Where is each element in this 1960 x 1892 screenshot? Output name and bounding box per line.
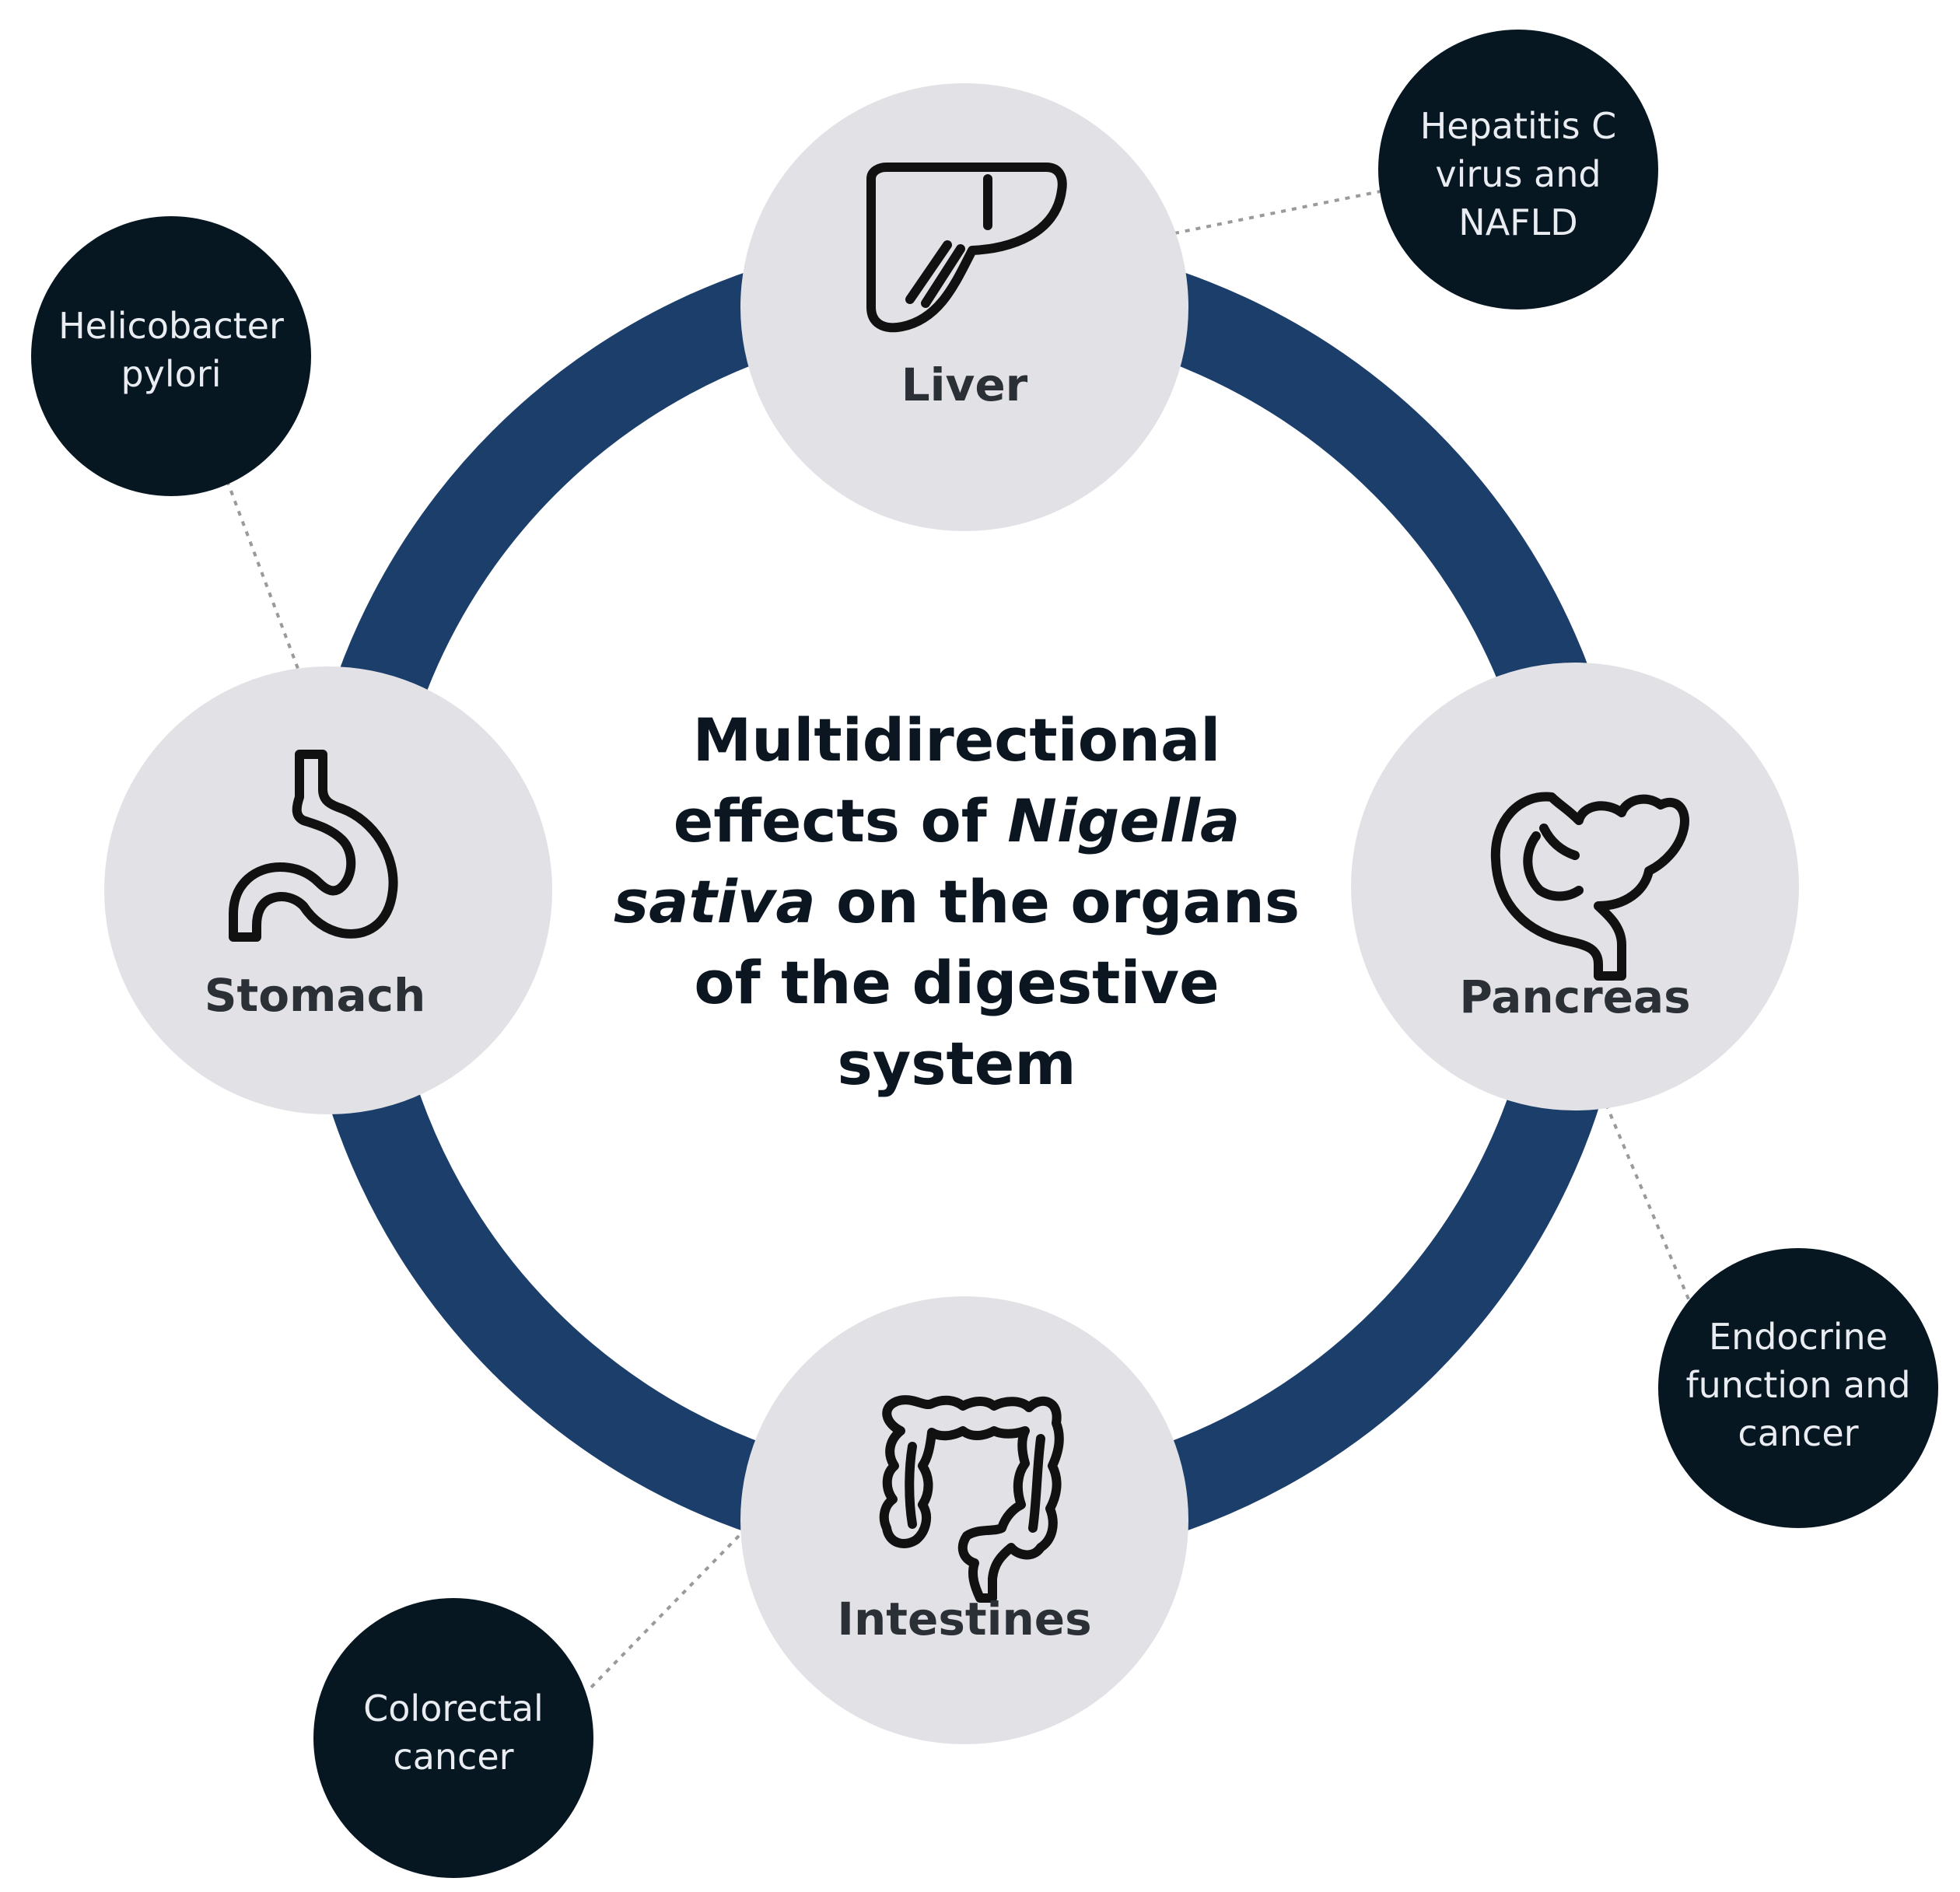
organ-pancreas: Pancreas: [1351, 663, 1799, 1110]
connector-lines: [226, 189, 1693, 1693]
effect-intestines: Colorectal cancer: [313, 1598, 593, 1878]
organ-stomach-label: Stomach: [205, 969, 426, 1022]
effect-liver-line1: Hepatitis C: [1420, 105, 1617, 147]
center-title-line3-italic: sativa: [614, 867, 816, 936]
connector-liver-hepatitis: [1174, 189, 1385, 235]
effect-intestines-line1: Colorectal: [363, 1687, 544, 1729]
effect-pancreas-circle: [1658, 1248, 1938, 1528]
center-title-line3: sativa on the organs: [614, 867, 1300, 936]
organ-intestines: Intestines: [740, 1296, 1188, 1744]
center-title: Multidirectional effects of Nigella sati…: [614, 705, 1300, 1098]
effect-pancreas: Endocrine function and cancer: [1658, 1248, 1938, 1528]
organ-liver-circle: [740, 83, 1188, 531]
effect-pancreas-line3: cancer: [1738, 1412, 1858, 1454]
organ-pancreas-circle: [1351, 663, 1799, 1110]
effect-liver-circle: [1378, 30, 1658, 310]
effect-liver-line2: virus and: [1435, 153, 1601, 195]
effect-stomach-circle: [31, 216, 311, 496]
center-title-line2-italic: Nigella: [1007, 786, 1240, 855]
center-title-line1: Multidirectional: [693, 705, 1221, 775]
center-title-line2: effects of Nigella: [674, 786, 1240, 855]
organ-liver-label: Liver: [901, 358, 1028, 411]
effect-stomach: Helicobacter pylori: [31, 216, 311, 496]
center-title-line4: of the digestive: [694, 948, 1219, 1017]
organ-liver: Liver: [740, 83, 1188, 531]
connector-stomach-helicobacter: [226, 480, 301, 673]
organ-intestines-label: Intestines: [837, 1593, 1091, 1645]
effect-stomach-line2: pylori: [121, 353, 221, 395]
organ-intestines-circle: [740, 1296, 1188, 1744]
center-title-line2-normal: effects of: [674, 786, 1007, 855]
liver-icon: [866, 163, 1067, 333]
organ-stomach: Stomach: [104, 666, 552, 1114]
effect-pancreas-line1: Endocrine: [1709, 1316, 1888, 1358]
organ-pancreas-label: Pancreas: [1459, 970, 1690, 1023]
effect-pancreas-line2: function and: [1685, 1364, 1910, 1406]
effect-stomach-line1: Helicobacter: [58, 305, 284, 347]
effect-liver: Hepatitis C virus and NAFLD: [1378, 30, 1658, 310]
effect-intestines-line2: cancer: [393, 1736, 513, 1778]
pancreas-icon: [1490, 792, 1689, 981]
effect-liver-line3: NAFLD: [1458, 201, 1577, 243]
connector-pancreas-endocrine: [1605, 1103, 1693, 1307]
stomach-icon: [229, 750, 398, 942]
connector-intestines-colorectal: [586, 1534, 740, 1693]
center-title-line5: system: [837, 1029, 1076, 1098]
intestines-icon: [879, 1395, 1064, 1603]
effect-intestines-circle: [313, 1598, 593, 1878]
center-title-line3-normal: on the organs: [816, 867, 1300, 936]
